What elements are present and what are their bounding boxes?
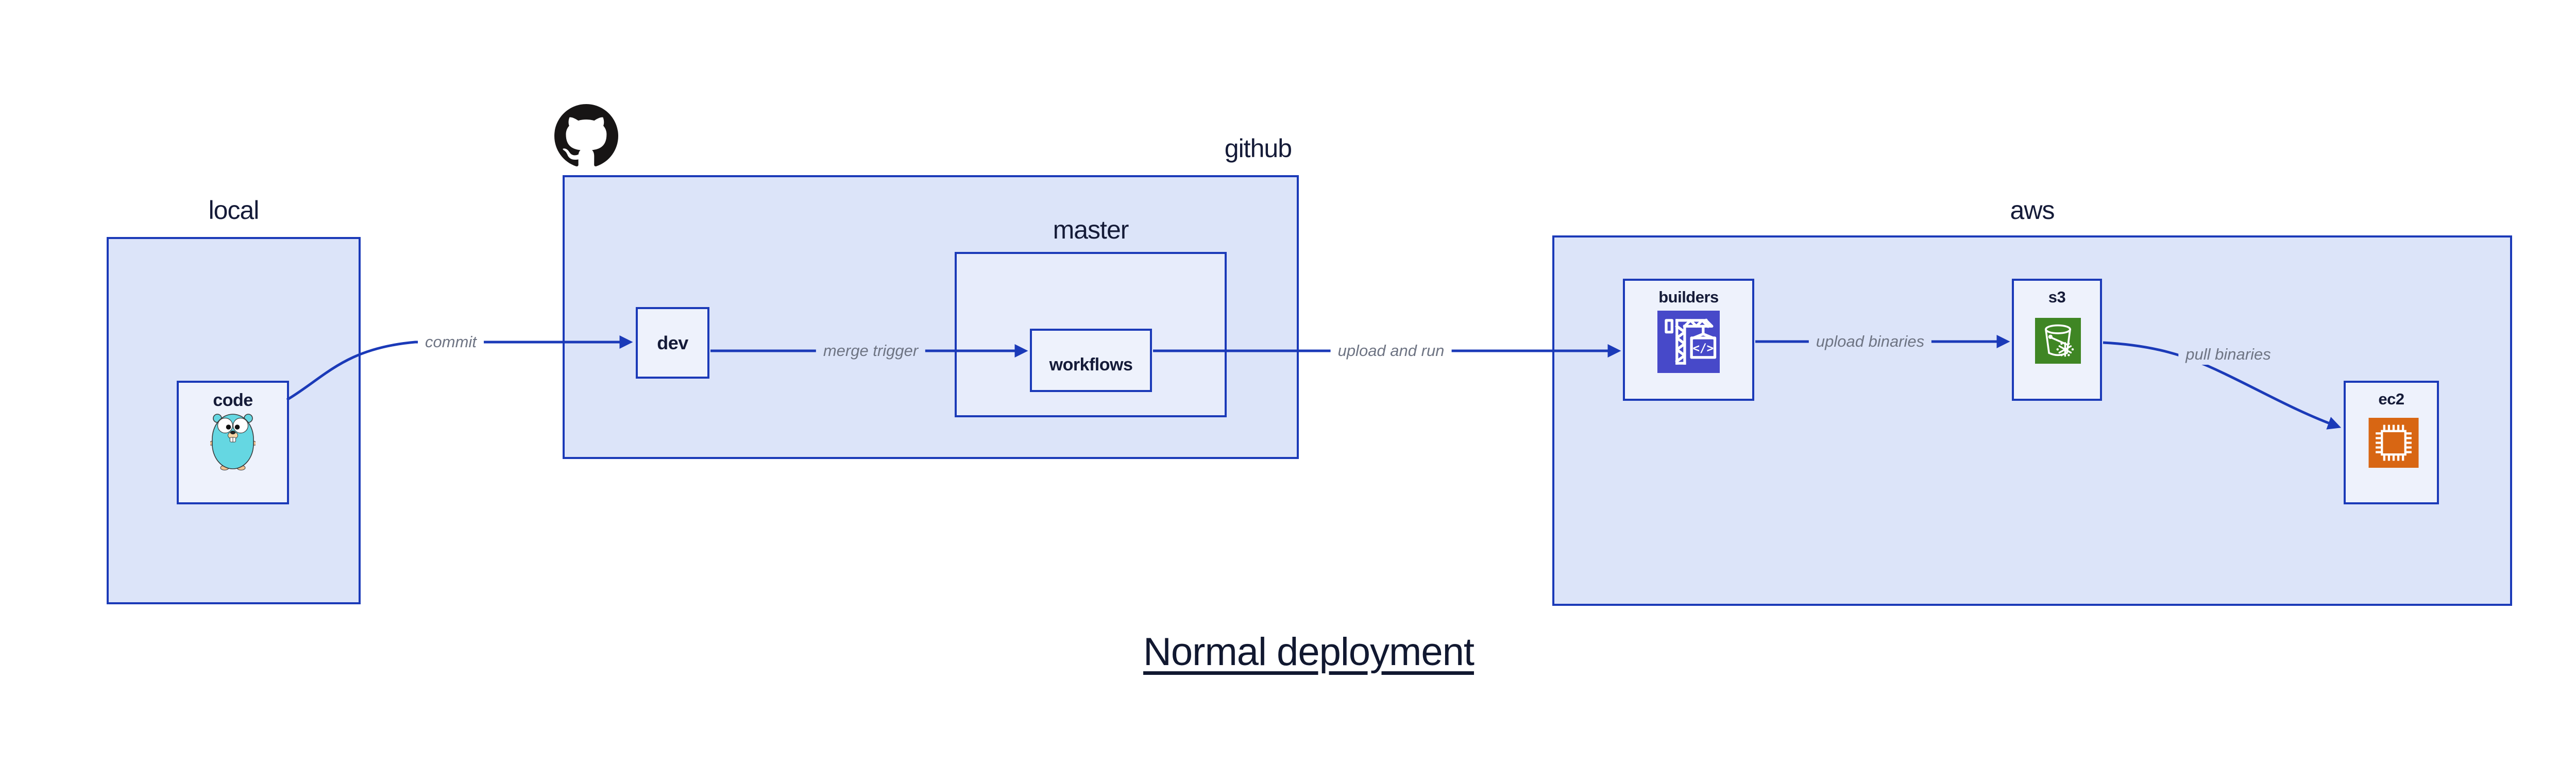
- group-label-master: master: [1053, 215, 1129, 244]
- github-octocat-icon: [554, 104, 618, 166]
- edge-label-upload-and-run: upload and run: [1330, 341, 1452, 361]
- edge-label-merge-trigger: merge trigger: [816, 341, 926, 361]
- node-dev: dev: [636, 307, 709, 379]
- node-ec2: ec2: [2344, 381, 2439, 504]
- node-label-code: code: [213, 390, 253, 410]
- node-workflows: workflows: [1030, 329, 1152, 392]
- group-label-aws: aws: [2010, 196, 2055, 225]
- edge-label-commit: commit: [418, 332, 484, 352]
- go-gopher-icon: [210, 414, 256, 470]
- node-code: code: [177, 381, 289, 504]
- node-builders: builders </>: [1623, 279, 1754, 401]
- edge-label-upload-binaries: upload binaries: [1808, 331, 1932, 352]
- node-label-builders: builders: [1658, 288, 1719, 306]
- group-label-github: github: [1224, 134, 1292, 163]
- node-label-s3: s3: [2048, 288, 2066, 306]
- node-s3: s3: [2012, 279, 2102, 401]
- codebuild-code-glyph: </>: [1692, 342, 1714, 355]
- node-label-ec2: ec2: [2378, 390, 2404, 408]
- aws-codebuild-icon: </>: [1657, 311, 1720, 373]
- diagram-title: Normal deployment: [1143, 630, 1475, 674]
- group-label-local: local: [208, 196, 260, 225]
- node-label-dev: dev: [657, 332, 688, 353]
- edge-label-pull-binaries: pull binaries: [2178, 344, 2278, 365]
- aws-ec2-icon: [2368, 418, 2419, 468]
- aws-s3-icon: [2035, 318, 2081, 364]
- node-label-workflows: workflows: [1049, 355, 1133, 375]
